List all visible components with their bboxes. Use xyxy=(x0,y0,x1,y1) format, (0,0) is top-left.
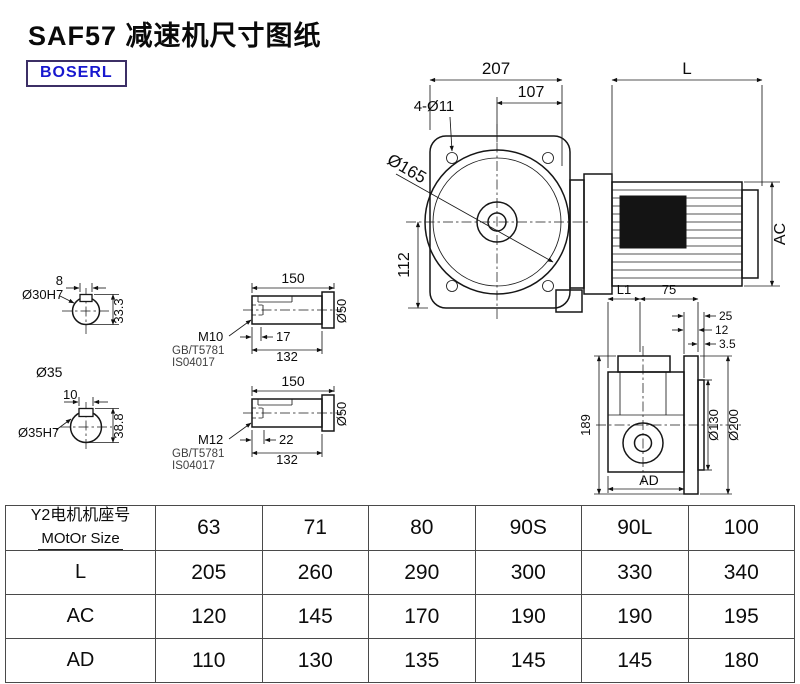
dim-dia-50-input: Ø50 xyxy=(334,299,349,324)
L-value-6: 340 xyxy=(687,550,795,595)
AC-value-3: 170 xyxy=(368,594,476,639)
std-iso4017-output: IS04017 xyxy=(172,460,215,472)
table-header-row: Y2电机机座号 MOtOr Size 63 71 80 90S 90L 100 xyxy=(5,505,795,551)
motor-size-header-cn: Y2电机机座号 xyxy=(30,507,131,524)
AD-value-1: 110 xyxy=(155,638,263,683)
dim-dia-50-output: Ø50 xyxy=(334,402,349,427)
dim-AC: AC xyxy=(772,223,789,245)
technical-drawing: 207 L 107 4-Ø11 Ø165 112 AC xyxy=(18,59,789,495)
AC-value-6: 195 xyxy=(687,594,795,639)
dim-22: 22 xyxy=(279,432,293,447)
dim-bore-30H7: Ø30H7 xyxy=(22,287,63,302)
dim-key-width-10: 10 xyxy=(63,387,77,402)
keyway-bottom xyxy=(78,407,94,418)
dim-75: 75 xyxy=(662,282,676,297)
std-gb-t5781-input: GB/T5781 xyxy=(172,345,224,357)
dim-3-5: 3.5 xyxy=(719,337,736,351)
front-view-gearbox xyxy=(406,124,588,320)
L-value-3: 290 xyxy=(368,550,476,595)
row-label-L: L xyxy=(5,550,156,595)
dim-38-8: 38.8 xyxy=(111,413,126,438)
AD-value-6: 180 xyxy=(687,638,795,683)
page-title: SAF57 减速机尺寸图纸 xyxy=(28,21,322,51)
motor-size-header-en: MOtOr Size xyxy=(38,530,123,550)
row-label-AD: AD xyxy=(5,638,156,683)
AD-value-5: 145 xyxy=(581,638,689,683)
L-value-5: 330 xyxy=(581,550,689,595)
size-col-5: 90L xyxy=(581,505,689,551)
dim-flange-dia: Ø165 xyxy=(384,150,430,187)
front-view-motor xyxy=(569,173,759,295)
AD-value-2: 130 xyxy=(261,638,369,683)
dim-dia-130: Ø130 xyxy=(706,409,721,441)
std-gb-t5781-output: GB/T5781 xyxy=(172,448,224,460)
size-col-6: 100 xyxy=(687,505,795,551)
size-col-1: 63 xyxy=(155,505,263,551)
dim-112: 112 xyxy=(396,252,413,278)
dim-25: 25 xyxy=(719,309,733,323)
dim-12: 12 xyxy=(715,323,729,337)
motor-terminal-block xyxy=(619,195,687,249)
dim-150-output: 150 xyxy=(281,373,305,389)
shaft-section-bottom: 10 Ø35H7 38.8 xyxy=(18,387,126,452)
motor-size-header-cell: Y2电机机座号 MOtOr Size xyxy=(5,505,156,551)
thread-M10: M10 xyxy=(198,329,223,344)
L-value-1: 205 xyxy=(155,550,263,595)
dim-shaft-dia-35: Ø35 xyxy=(36,364,63,380)
dim-L: L xyxy=(682,59,691,78)
boserl-logo: BOSERL xyxy=(26,60,127,87)
row-label-AC: AC xyxy=(5,594,156,639)
dimension-table: Y2电机机座号 MOtOr Size 63 71 80 90S 90L 100 … xyxy=(5,505,795,683)
AD-value-4: 145 xyxy=(474,638,582,683)
table-row-AC: AC 120 145 170 190 190 195 xyxy=(5,594,795,639)
AD-value-3: 135 xyxy=(368,638,476,683)
AC-value-5: 190 xyxy=(581,594,689,639)
dim-132-input: 132 xyxy=(276,349,298,364)
side-view: L1 75 25 12 3.5 189 Ø130 Ø200 AD xyxy=(578,282,744,495)
L-value-4: 300 xyxy=(474,550,582,595)
AC-value-1: 120 xyxy=(155,594,263,639)
AC-value-4: 190 xyxy=(474,594,582,639)
dim-189: 189 xyxy=(578,414,593,436)
size-col-4: 90S xyxy=(474,505,582,551)
table-row-AD: AD 110 130 135 145 145 180 xyxy=(5,638,795,683)
size-col-2: 71 xyxy=(261,505,369,551)
keyway-top xyxy=(79,293,93,303)
dim-33-3: 33.3 xyxy=(111,298,126,323)
L-value-2: 260 xyxy=(261,550,369,595)
thread-M12: M12 xyxy=(198,432,223,447)
dim-17: 17 xyxy=(276,329,290,344)
std-iso4017-input: IS04017 xyxy=(172,357,215,369)
input-shaft-detail: 150 M10 GB/T5781 IS04017 17 132 Ø50 xyxy=(172,270,349,369)
dim-key-width-8: 8 xyxy=(56,273,63,288)
size-col-3: 80 xyxy=(368,505,476,551)
dim-150-input: 150 xyxy=(281,270,305,286)
dim-207: 207 xyxy=(482,59,510,78)
dim-bolt-holes: 4-Ø11 xyxy=(414,98,455,115)
AC-value-2: 145 xyxy=(261,594,369,639)
table-row-L: L 205 260 290 300 330 340 xyxy=(5,550,795,595)
shaft-section-top: 8 Ø30H7 33.3 Ø35 xyxy=(22,273,126,380)
dim-132-output: 132 xyxy=(276,452,298,467)
output-shaft-detail: 150 M12 GB/T5781 IS04017 22 132 Ø50 xyxy=(172,373,349,472)
dim-107: 107 xyxy=(518,84,545,101)
dim-L1: L1 xyxy=(617,282,631,297)
dim-dia-200: Ø200 xyxy=(726,409,741,441)
dim-AD: AD xyxy=(639,472,658,488)
dim-bore-35H7: Ø35H7 xyxy=(18,425,59,440)
